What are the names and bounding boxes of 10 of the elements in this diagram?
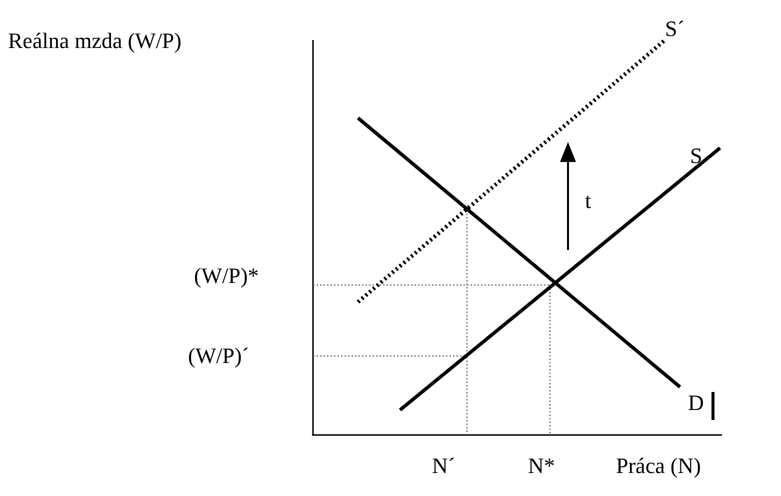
axis-title: Reálna mzda (W/P) [8, 30, 182, 52]
curve-label: D [688, 392, 704, 414]
axis-value: N´ [432, 455, 456, 477]
axis-value: (W/P)* [194, 265, 259, 287]
axis-value: (W/P)´ [188, 345, 250, 367]
curve-label: S [690, 145, 702, 167]
axis-title: Práca (N) [616, 455, 701, 477]
axis-value: N* [528, 455, 555, 477]
arrow-label: t [585, 190, 592, 212]
curve-label: S´ [665, 18, 685, 40]
